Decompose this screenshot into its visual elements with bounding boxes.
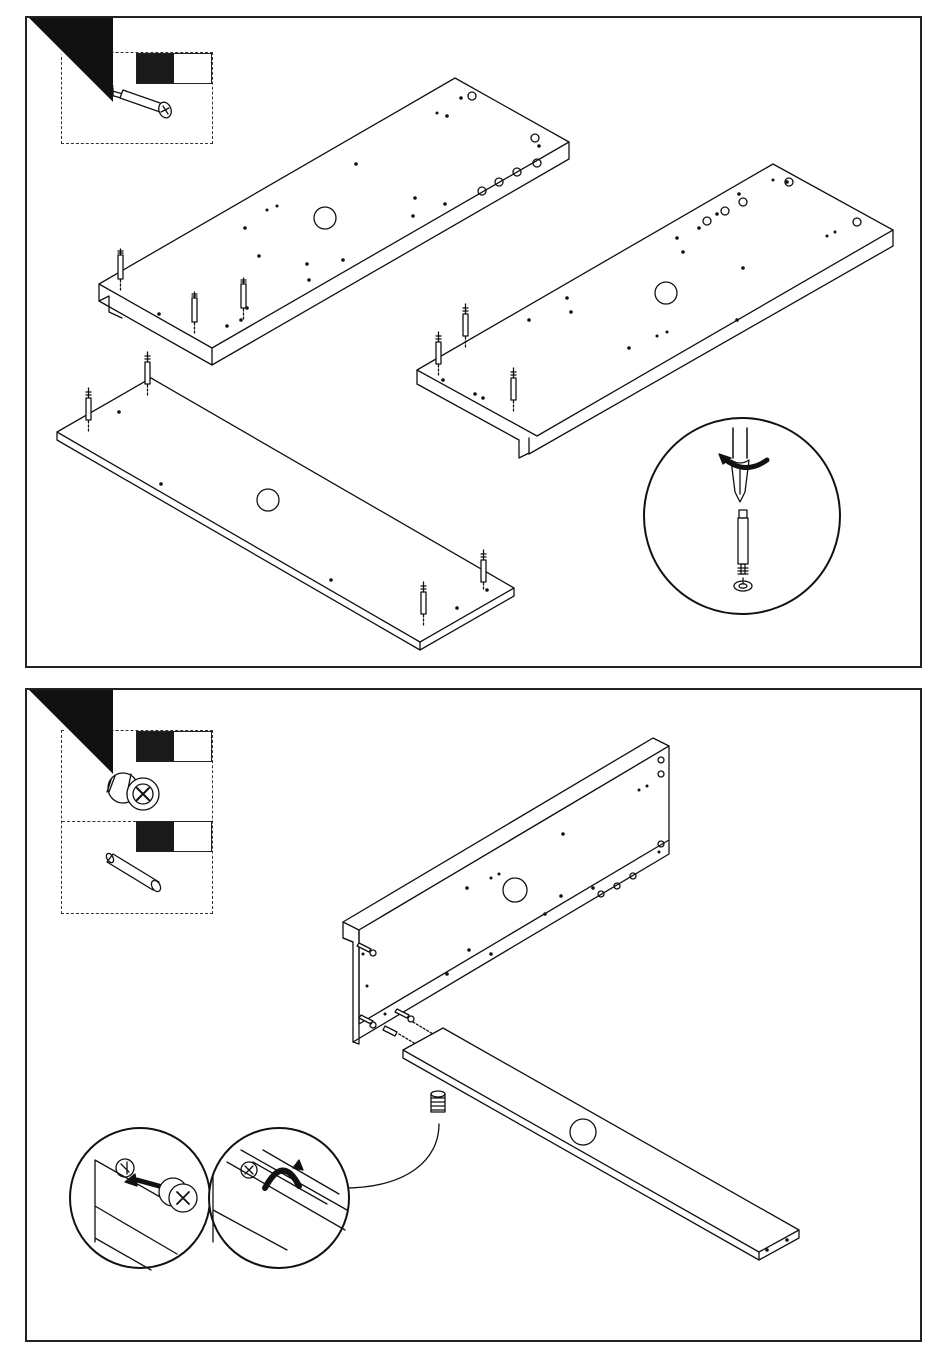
step-1-illustration	[27, 18, 922, 668]
top-board	[99, 78, 569, 365]
side-board	[417, 164, 893, 458]
step-corner-marker	[27, 690, 113, 776]
insert-and-turn-cam-lock-detail	[70, 1128, 349, 1270]
upright-side-panel	[343, 738, 669, 1052]
wood-dowel-icon	[105, 852, 163, 893]
step-2-illustration	[27, 690, 922, 1342]
cam-lock-nut	[343, 1091, 445, 1188]
shelf-board	[403, 1028, 799, 1260]
cam-lock-nut-icon	[107, 773, 159, 810]
step-corner-marker	[27, 18, 113, 104]
bottom-board	[57, 352, 514, 650]
screwdriver-turn-bolt-detail	[644, 418, 840, 614]
step-panel-1	[25, 16, 922, 668]
step-panel-2	[25, 688, 922, 1342]
